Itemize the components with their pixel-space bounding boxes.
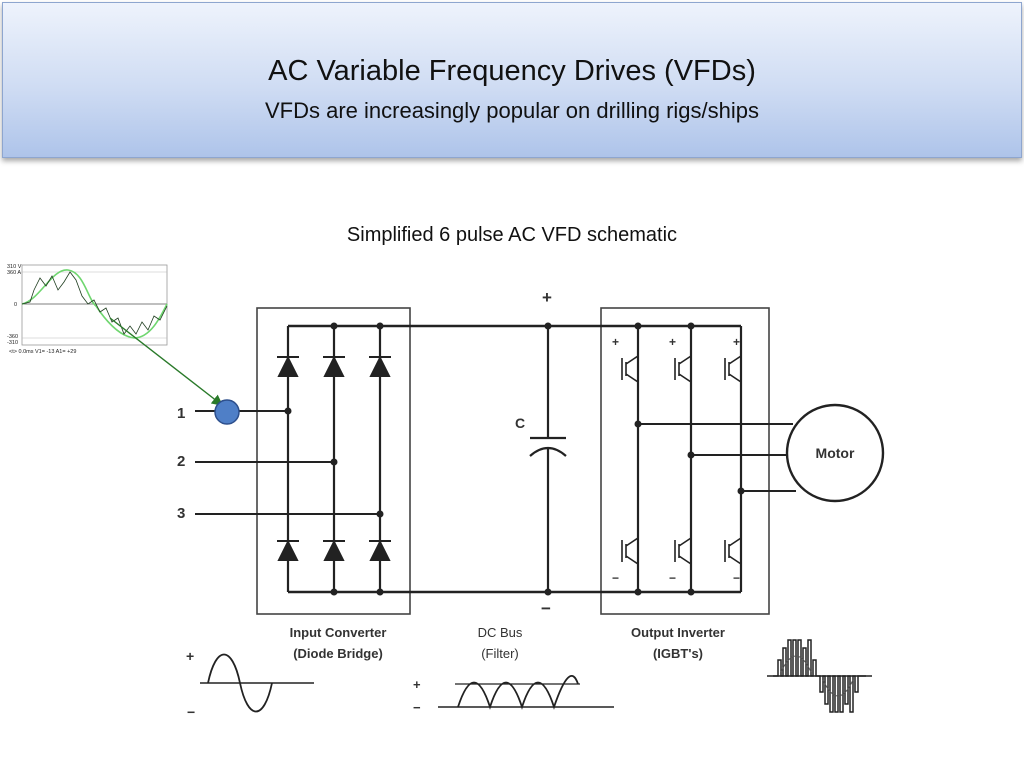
dc-bus-capacitor (529, 326, 567, 592)
input-label-2: 2 (177, 453, 185, 470)
inverter-dots (634, 322, 745, 596)
input-lines (195, 410, 380, 515)
input-converter-label: Input Converter (290, 625, 387, 640)
igbt-symbols (621, 355, 742, 565)
scope-current-trace (21, 269, 168, 339)
motor (785, 403, 885, 503)
igbt-plus-3: + (733, 335, 740, 349)
scope-ylabel-1: 310 V (7, 264, 22, 270)
title-banner: AC Variable Frequency Drives (VFDs) VFDs… (2, 2, 1022, 158)
diode-symbols (277, 355, 391, 561)
igbt-polarity-labels: + + + − − − (612, 335, 740, 585)
capacitor-label: C (515, 415, 525, 431)
output-inverter-block (600, 307, 770, 615)
scope-ylabel-zero: 0 (14, 302, 17, 308)
ac-plus-label: + (186, 648, 194, 664)
slide-subtitle: VFDs are increasingly popular on drillin… (264, 98, 759, 123)
input-converter-sublabel: (Diode Bridge) (293, 646, 383, 661)
igbt-plus-1: + (612, 335, 619, 349)
scope-ylabel-3: -360 (7, 334, 18, 340)
igbt-minus-1: − (612, 571, 619, 585)
pwm-output-waveform (767, 639, 872, 713)
dc-bus-rails (288, 324, 741, 594)
input-label-1: 1 (177, 405, 185, 422)
dc-plus-label: + (542, 288, 552, 307)
output-inverter-label: Output Inverter (631, 625, 725, 640)
diagram-caption: Simplified 6 pulse AC VFD schematic (346, 224, 678, 246)
scope-pointer-arrow (109, 317, 224, 406)
capacitor-dots (544, 322, 552, 596)
scope-ylabel-4: -310 (7, 340, 18, 346)
dc-minus-label: − (541, 599, 551, 618)
igbt-minus-2: − (669, 571, 676, 585)
section-labels: Input Converter (Diode Bridge) DC Bus (F… (290, 625, 725, 661)
ac-input-waveform: + − (186, 648, 314, 720)
scope-voltage-trace (21, 271, 168, 335)
motor-lines (638, 423, 796, 492)
scope-inset: 310 V 360 A 0 -360 -310 <t> 0.0ms V1= -1… (7, 264, 168, 355)
ac-minus-label: − (187, 704, 195, 720)
dc-bus-label: DC Bus (478, 625, 523, 640)
dc-bus-sublabel: (Filter) (481, 646, 519, 661)
igbt-legs (636, 326, 743, 592)
scope-ylabel-2: 360 A (7, 270, 21, 276)
igbt-minus-3: − (733, 571, 740, 585)
output-inverter-sublabel: (IGBT's) (653, 646, 703, 661)
scope-readout: <t> 0.0ms V1= -13 A1= +29 (9, 349, 76, 355)
dc-bus-waveform: + − (413, 675, 614, 715)
probe-node[interactable] (214, 399, 240, 425)
dc-wave-minus-label: − (413, 700, 421, 715)
motor-label: Motor (816, 445, 855, 461)
igbt-plus-2: + (669, 335, 676, 349)
input-label-3: 3 (177, 505, 185, 522)
slide-title: AC Variable Frequency Drives (VFDs) (268, 55, 756, 87)
dc-wave-plus-label: + (413, 677, 421, 692)
bridge-junction-dots (284, 322, 384, 596)
